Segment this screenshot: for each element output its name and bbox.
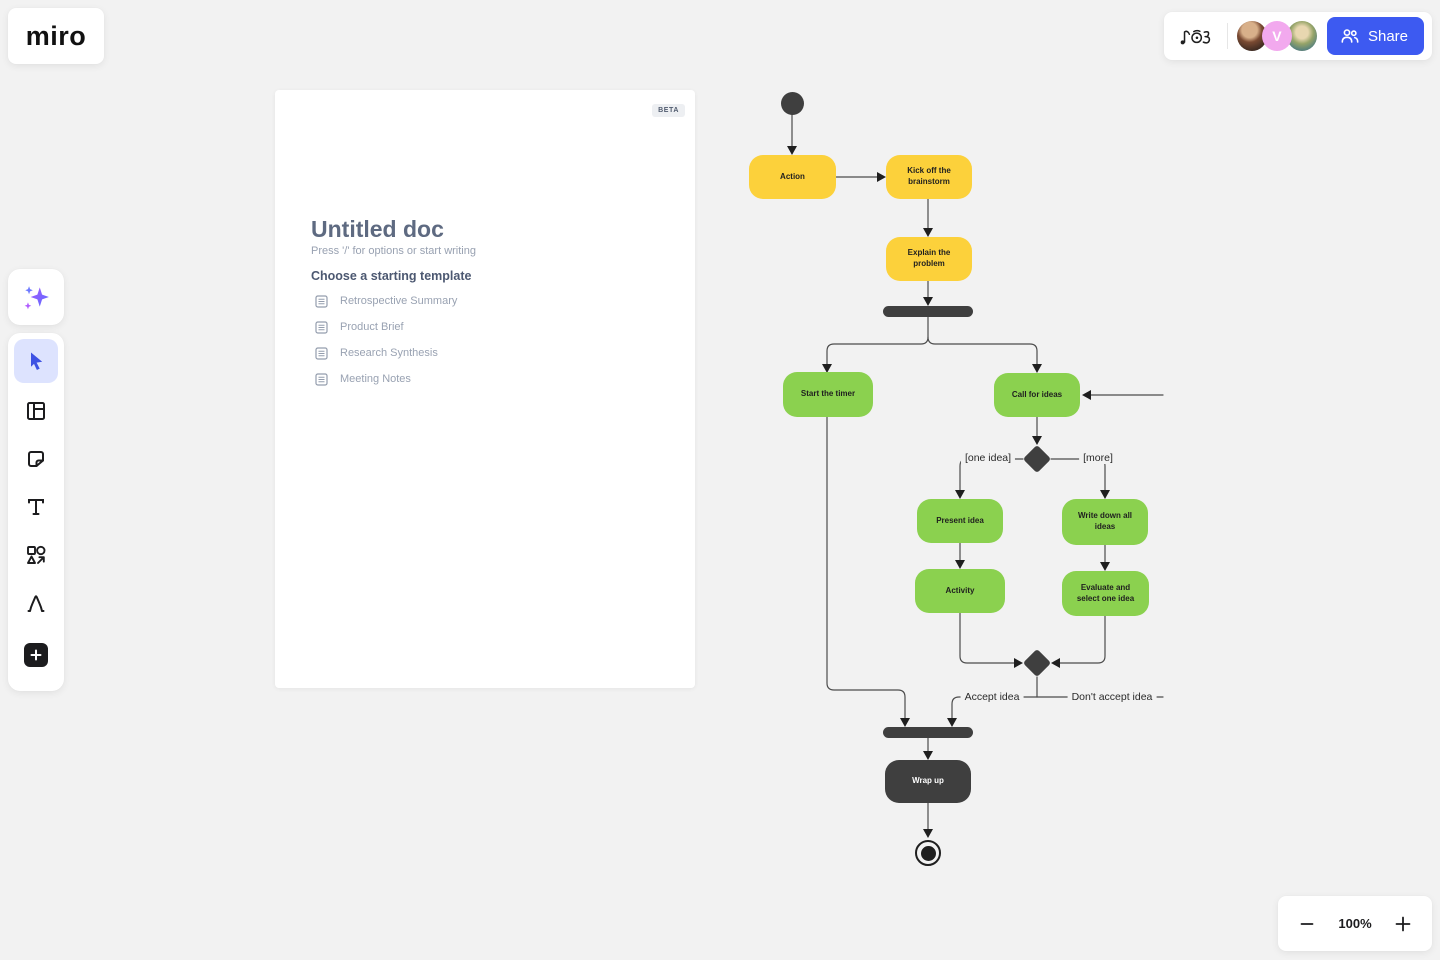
- divider: [1227, 23, 1228, 49]
- text-tool[interactable]: [16, 487, 56, 527]
- flow-node-call-for-ideas[interactable]: Call for ideas: [994, 373, 1080, 417]
- flow-node-action[interactable]: Action: [749, 155, 836, 199]
- doc-placeholder-hint[interactable]: Press '/' for options or start writing: [311, 245, 476, 257]
- template-label: Retrospective Summary: [340, 295, 458, 307]
- template-item[interactable]: Meeting Notes: [315, 366, 655, 392]
- share-button[interactable]: Share: [1326, 17, 1424, 55]
- document-icon: [315, 372, 328, 386]
- plus-icon: [30, 649, 42, 661]
- template-item[interactable]: Research Synthesis: [315, 340, 655, 366]
- start-node[interactable]: [781, 92, 804, 115]
- select-tool[interactable]: [14, 339, 58, 383]
- ai-assistant-button[interactable]: [8, 269, 64, 325]
- flow-node-wrap-up[interactable]: Wrap up: [885, 760, 971, 803]
- miro-home-button[interactable]: miro: [8, 8, 104, 64]
- plus-icon: [1395, 916, 1411, 931]
- merge-diamond[interactable]: [1022, 648, 1052, 678]
- flow-node-present-idea[interactable]: Present idea: [917, 499, 1003, 543]
- text-icon: [28, 499, 44, 515]
- frames-icon: [27, 402, 45, 420]
- flow-node-activity[interactable]: Activity: [915, 569, 1005, 613]
- edge-label-dont-accept[interactable]: Don't accept idea: [1067, 691, 1157, 703]
- minus-icon: [1300, 922, 1314, 925]
- edge-label-more[interactable]: [more]: [1079, 452, 1117, 464]
- tools-toolbar: [8, 333, 64, 691]
- sparkles-icon: [24, 286, 49, 310]
- avatar[interactable]: V: [1261, 21, 1292, 51]
- templates-heading: Choose a starting template: [311, 269, 472, 283]
- edge-label-accept[interactable]: Accept idea: [960, 691, 1024, 703]
- add-more-tools-button[interactable]: [24, 643, 48, 667]
- decision-diamond[interactable]: [1022, 444, 1052, 474]
- pen-tool[interactable]: [16, 583, 56, 623]
- beta-badge: BETA: [652, 104, 685, 117]
- flow-node-evaluate[interactable]: Evaluate and select one idea: [1062, 571, 1149, 616]
- document-icon: [315, 346, 328, 360]
- template-item[interactable]: Retrospective Summary: [315, 288, 655, 314]
- avatar-group: V: [1236, 21, 1317, 51]
- cursor-icon: [31, 352, 43, 370]
- document-panel: BETA Untitled doc Press '/' for options …: [275, 90, 695, 688]
- sticky-note-icon: [28, 451, 44, 467]
- template-label: Product Brief: [340, 321, 404, 333]
- music-doodle-icon[interactable]: [1178, 18, 1215, 54]
- flow-node-write-down[interactable]: Write down all ideas: [1062, 499, 1148, 545]
- document-icon: [315, 320, 328, 334]
- frames-tool[interactable]: [16, 391, 56, 431]
- avatar-initial: V: [1272, 28, 1282, 44]
- shapes-tool[interactable]: [16, 535, 56, 575]
- avatar[interactable]: [1286, 21, 1317, 51]
- fork-bar[interactable]: [883, 306, 973, 317]
- collaboration-bar: V Share: [1164, 12, 1432, 60]
- shapes-icon: [27, 545, 46, 564]
- flow-node-explain[interactable]: Explain the problem: [886, 237, 972, 281]
- zoom-in-button[interactable]: [1388, 909, 1418, 939]
- template-label: Meeting Notes: [340, 373, 411, 385]
- miro-logo: miro: [25, 20, 87, 51]
- document-icon: [315, 294, 328, 308]
- flow-node-kickoff[interactable]: Kick off the brainstorm: [886, 155, 972, 199]
- share-label: Share: [1367, 27, 1408, 45]
- zoom-controls: 100%: [1278, 896, 1432, 951]
- doc-title[interactable]: Untitled doc: [311, 216, 444, 242]
- zoom-level[interactable]: 100%: [1338, 916, 1372, 931]
- zoom-out-button[interactable]: [1292, 909, 1322, 939]
- pen-icon: [27, 595, 45, 612]
- template-item[interactable]: Product Brief: [315, 314, 655, 340]
- join-bar[interactable]: [883, 727, 973, 738]
- end-node[interactable]: [915, 840, 941, 866]
- flow-node-start-timer[interactable]: Start the timer: [783, 372, 873, 417]
- sticky-note-tool[interactable]: [16, 439, 56, 479]
- end-node-core: [920, 845, 936, 861]
- people-icon: [1341, 29, 1359, 43]
- edge-label-one-idea[interactable]: [one idea]: [960, 452, 1016, 464]
- template-label: Research Synthesis: [340, 347, 438, 359]
